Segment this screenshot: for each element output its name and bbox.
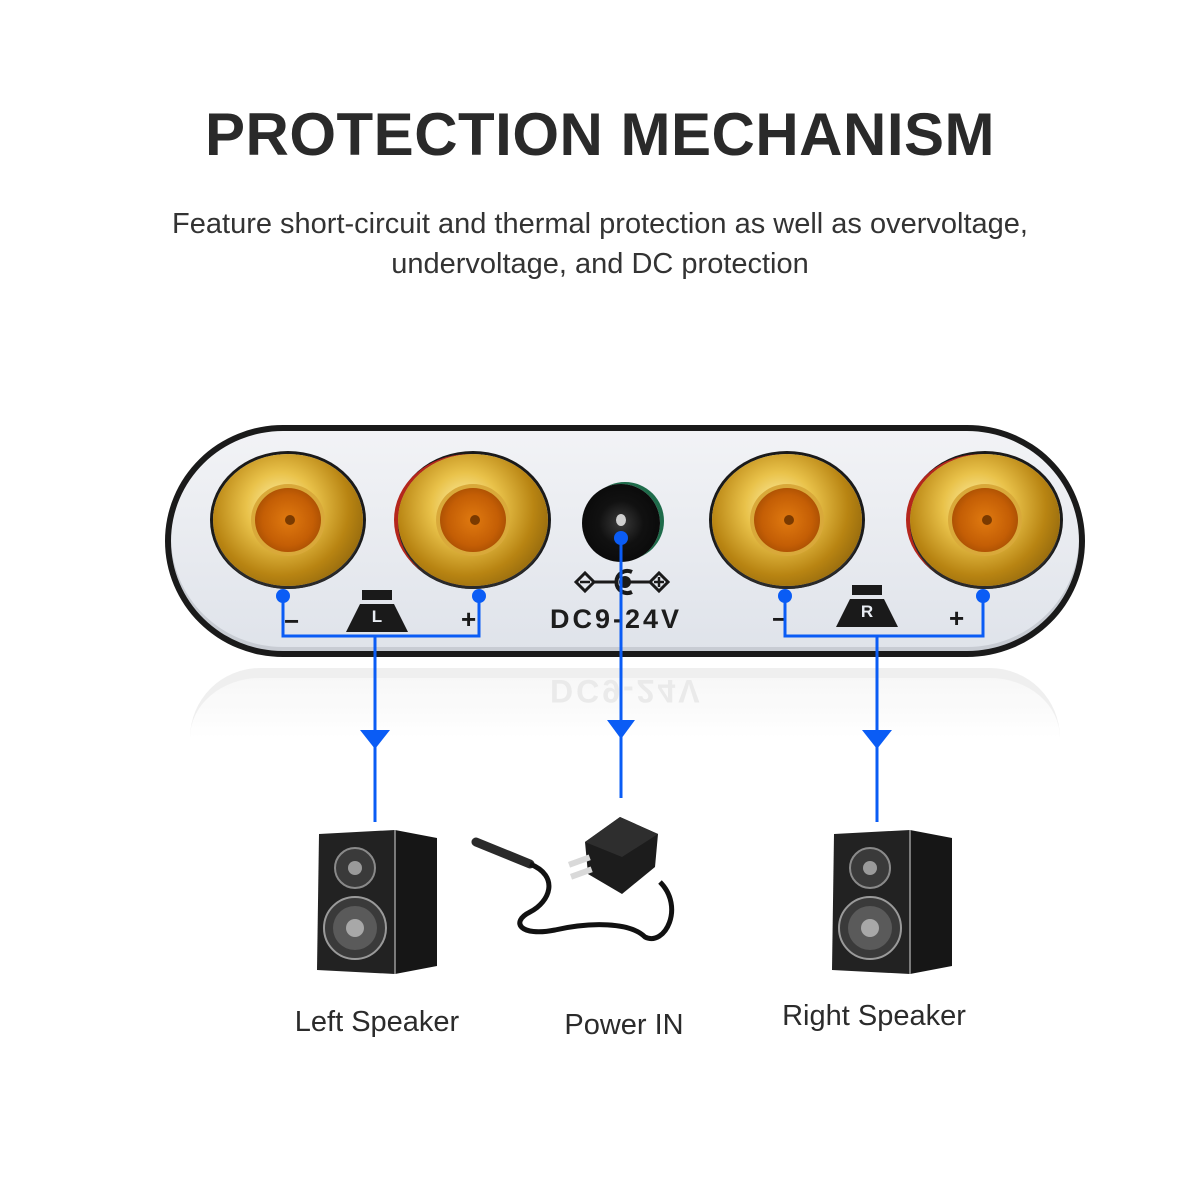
left-minus-label: − <box>284 606 300 636</box>
left-speaker-icon <box>317 830 437 974</box>
subtitle-line-1: Feature short-circuit and thermal protec… <box>172 208 1028 240</box>
power-in-label: Power IN <box>564 1009 684 1041</box>
left-channel-letter: L <box>371 607 383 626</box>
speaker-left-icon: L <box>346 590 408 632</box>
dc-polarity-icon <box>573 569 671 595</box>
subtitle-line-2: undervoltage, and DC protection <box>391 248 809 280</box>
page-title: PROTECTION MECHANISM <box>205 101 995 168</box>
right-plus-label: + <box>949 603 965 633</box>
right-positive-binding-post <box>910 454 1060 586</box>
left-speaker-label: Left Speaker <box>294 1006 460 1038</box>
dc-voltage-label: DC9-24V <box>550 604 683 634</box>
speaker-right-icon: R <box>836 585 898 627</box>
right-channel-letter: R <box>860 602 874 621</box>
dc-power-jack <box>582 484 660 562</box>
panel-reflection-text: DC9-24V <box>550 673 703 709</box>
right-negative-binding-post <box>712 454 862 586</box>
power-adapter-icon <box>471 817 675 942</box>
right-speaker-icon <box>832 830 952 974</box>
left-positive-binding-post <box>398 454 548 586</box>
left-negative-binding-post <box>213 454 363 586</box>
page-subtitle: Feature short-circuit and thermal protec… <box>100 204 1100 284</box>
left-plus-label: + <box>461 604 477 634</box>
right-minus-label: − <box>772 604 788 634</box>
right-speaker-label: Right Speaker <box>782 1000 966 1032</box>
